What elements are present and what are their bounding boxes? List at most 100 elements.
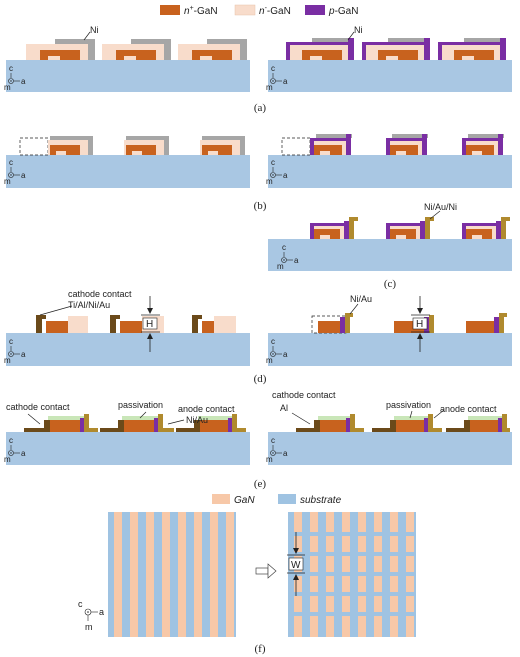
svg-text:m: m <box>266 177 273 186</box>
svg-text:a: a <box>294 256 299 265</box>
svg-text:c: c <box>9 64 13 73</box>
svg-text:c: c <box>271 337 275 346</box>
height-marker: H <box>141 296 160 352</box>
panel-label-f: (f) <box>255 643 266 655</box>
legend-label-substrate: substrate <box>300 495 342 506</box>
substrate <box>268 333 512 366</box>
panel-e: cathode contact passivation anode contac… <box>4 390 512 490</box>
label-passivation: passivation <box>118 400 163 410</box>
substrate <box>6 333 250 366</box>
axis-indicator: c a m <box>266 64 288 92</box>
mesa <box>318 313 353 333</box>
label-h: H <box>416 319 423 330</box>
axis-indicator: c a m <box>277 243 299 271</box>
width-marker: W <box>287 532 305 596</box>
svg-text:a: a <box>21 77 26 86</box>
axis-indicator: c a m <box>4 436 26 464</box>
svg-text:c: c <box>271 436 275 445</box>
label-ni-au-ni: Ni/Au/Ni <box>424 202 457 212</box>
mesa <box>124 136 169 155</box>
substrate <box>6 155 250 188</box>
panel-c: Ni/Au/Ni c a m (c) <box>268 202 512 290</box>
legend-label-gan: GaN <box>234 495 255 506</box>
axis-indicator: c a m <box>4 158 26 186</box>
legend-label-n-minus: n--GaN <box>259 5 291 17</box>
svg-text:c: c <box>271 64 275 73</box>
substrate <box>268 155 512 188</box>
mesa <box>36 315 88 333</box>
mesa <box>386 217 434 239</box>
panel-label-c: (c) <box>384 278 397 290</box>
axis-indicator: c a m <box>266 436 288 464</box>
substrate <box>268 239 512 271</box>
mesa <box>192 315 236 333</box>
mesa <box>462 134 504 155</box>
mesa <box>176 414 246 432</box>
svg-text:a: a <box>283 350 288 359</box>
label-al: Al <box>280 403 288 413</box>
legend-swatch-p <box>305 5 325 15</box>
label-ni-au: Ni/Au <box>186 415 208 425</box>
mesa <box>362 38 430 60</box>
process-arrow-icon <box>255 563 277 579</box>
label-ni-au: Ni/Au <box>350 294 372 304</box>
label-ni: Ni <box>354 25 363 35</box>
label-ti-al-ni-au: Ti/Al/Ni/Au <box>68 300 110 310</box>
mesa <box>100 414 174 432</box>
mesa <box>286 38 354 60</box>
svg-text:c: c <box>9 436 13 445</box>
svg-text:m: m <box>266 356 273 365</box>
svg-text:c: c <box>282 243 286 252</box>
mesa <box>446 414 510 432</box>
substrate <box>268 60 512 92</box>
mesa <box>48 136 93 155</box>
label-h: H <box>146 319 153 330</box>
mesa <box>438 38 506 60</box>
label-cathode-contact: cathode contact <box>6 402 70 412</box>
label-anode-contact: anode contact <box>440 404 497 414</box>
etched-region-outline <box>19 137 49 156</box>
legend-swatch-n-plus <box>160 5 180 15</box>
segmented-pattern <box>288 512 416 637</box>
mesa <box>372 414 442 432</box>
panel-label-a: (a) <box>254 102 267 114</box>
panel-label-e: (e) <box>254 478 267 490</box>
panel-d: cathode contact Ti/Al/Ni/Au H c a m <box>4 289 512 385</box>
label-w: W <box>291 560 301 571</box>
panel-label-b: (b) <box>254 200 267 212</box>
height-marker: H <box>411 296 430 352</box>
svg-text:m: m <box>4 177 11 186</box>
svg-text:c: c <box>271 158 275 167</box>
substrate <box>6 60 250 92</box>
label-anode-contact: anode contact <box>178 404 235 414</box>
svg-text:c: c <box>9 158 13 167</box>
legend-swatch-gan <box>212 494 230 504</box>
panel-b: c a m <box>4 134 512 212</box>
svg-text:m: m <box>277 262 284 271</box>
panel-label-d: (d) <box>254 373 267 385</box>
label-cathode-contact: cathode contact <box>68 289 132 299</box>
svg-text:a: a <box>283 171 288 180</box>
mesa <box>102 39 171 60</box>
panel-f: GaN substrate <box>78 494 416 655</box>
mesa <box>310 217 358 239</box>
svg-text:a: a <box>283 449 288 458</box>
mesa <box>310 134 352 155</box>
svg-text:m: m <box>4 83 11 92</box>
svg-text:a: a <box>99 607 104 617</box>
substrate <box>268 432 512 465</box>
svg-text:m: m <box>266 83 273 92</box>
label-ni: Ni <box>90 25 99 35</box>
mesa <box>462 217 510 239</box>
svg-text:a: a <box>21 350 26 359</box>
substrate <box>6 432 250 465</box>
svg-text:a: a <box>283 77 288 86</box>
axis-indicator: c a m <box>78 599 104 632</box>
svg-text:m: m <box>266 455 273 464</box>
axis-indicator: c a m <box>266 337 288 365</box>
axis-indicator: c a m <box>266 158 288 186</box>
svg-text:m: m <box>4 455 11 464</box>
mesa <box>178 39 247 60</box>
mesa <box>466 313 507 333</box>
